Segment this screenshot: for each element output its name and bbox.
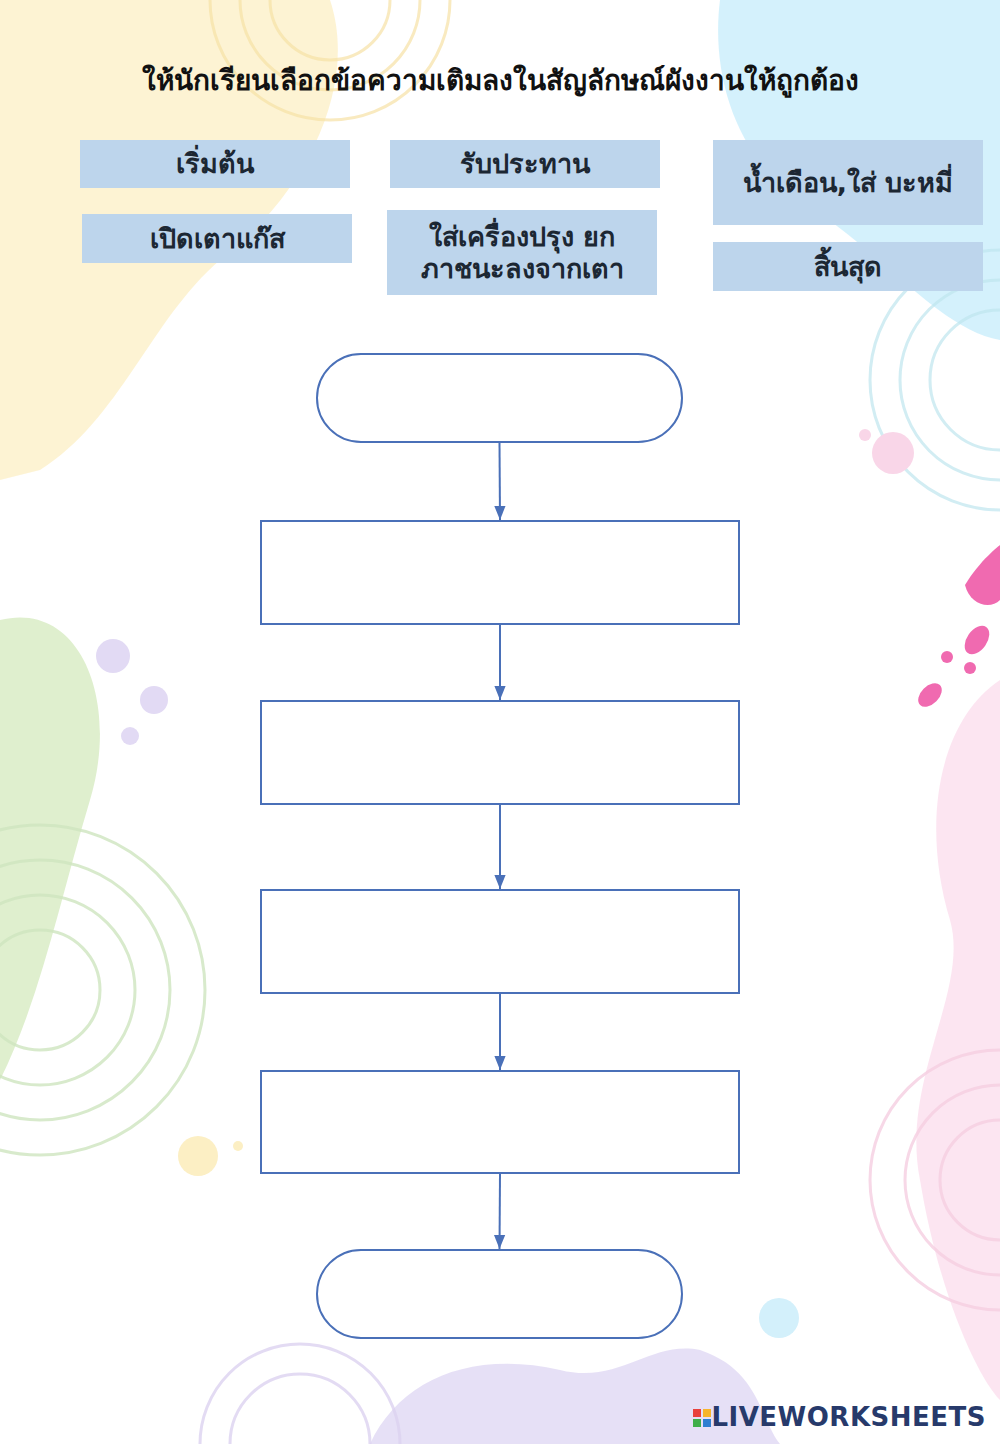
process-box [260,1070,740,1174]
answer-option-box: เริ่มต้น [80,140,350,188]
green-rings [0,825,205,1155]
option-text: น้ำเดือน,ใส่ บะหมี่ [743,167,954,198]
terminator-shape [316,353,683,443]
answer-option-box: ใส่เครื่องปรุง ยก ภาชนะลงจากเตา [387,210,657,295]
process-box [260,520,740,625]
purple-dot [121,727,139,745]
process-box [260,889,740,994]
option-text: เปิดเตาแก๊ส [150,223,285,254]
worksheet-title: ให้นักเรียนเลือกข้อความเติมลงในสัญลักษณ์… [20,58,980,102]
answer-option-box: น้ำเดือน,ใส่ บะหมี่ [713,140,983,225]
flow-arrow [499,443,502,520]
answer-option-box: รับประทาน [390,140,660,188]
purple-dot [140,686,168,714]
option-text: สิ้นสุด [814,251,882,282]
answer-option-box: สิ้นสุด [713,242,983,291]
flow-arrow [499,994,501,1070]
blue-dot [759,1298,799,1338]
pink-splash [914,545,1000,711]
green-blob [0,617,100,1080]
answer-option-box: เปิดเตาแก๊ส [82,214,352,263]
option-text: ใส่เครื่องปรุง ยก ภาชนะลงจากเตา [397,221,647,283]
pink-dot [859,429,871,441]
pink-blob [916,680,1000,1400]
option-text: รับประทาน [460,148,590,179]
flow-arrow [499,1174,502,1249]
yellow-dot [178,1136,218,1176]
terminator-shape [316,1249,683,1339]
option-text: เริ่มต้น [176,148,254,179]
pink-rings [870,1050,1000,1310]
flow-arrow [499,625,501,700]
watermark: LIVEWORKSHEETS [711,1402,986,1432]
yellow-rings [210,0,450,120]
purple-rings [200,1344,400,1444]
pink-dot [872,432,914,474]
yellow-dot [233,1141,243,1151]
logo-icon [693,1409,711,1427]
process-box [260,700,740,805]
purple-dot [96,639,130,673]
flow-arrow [499,805,501,889]
